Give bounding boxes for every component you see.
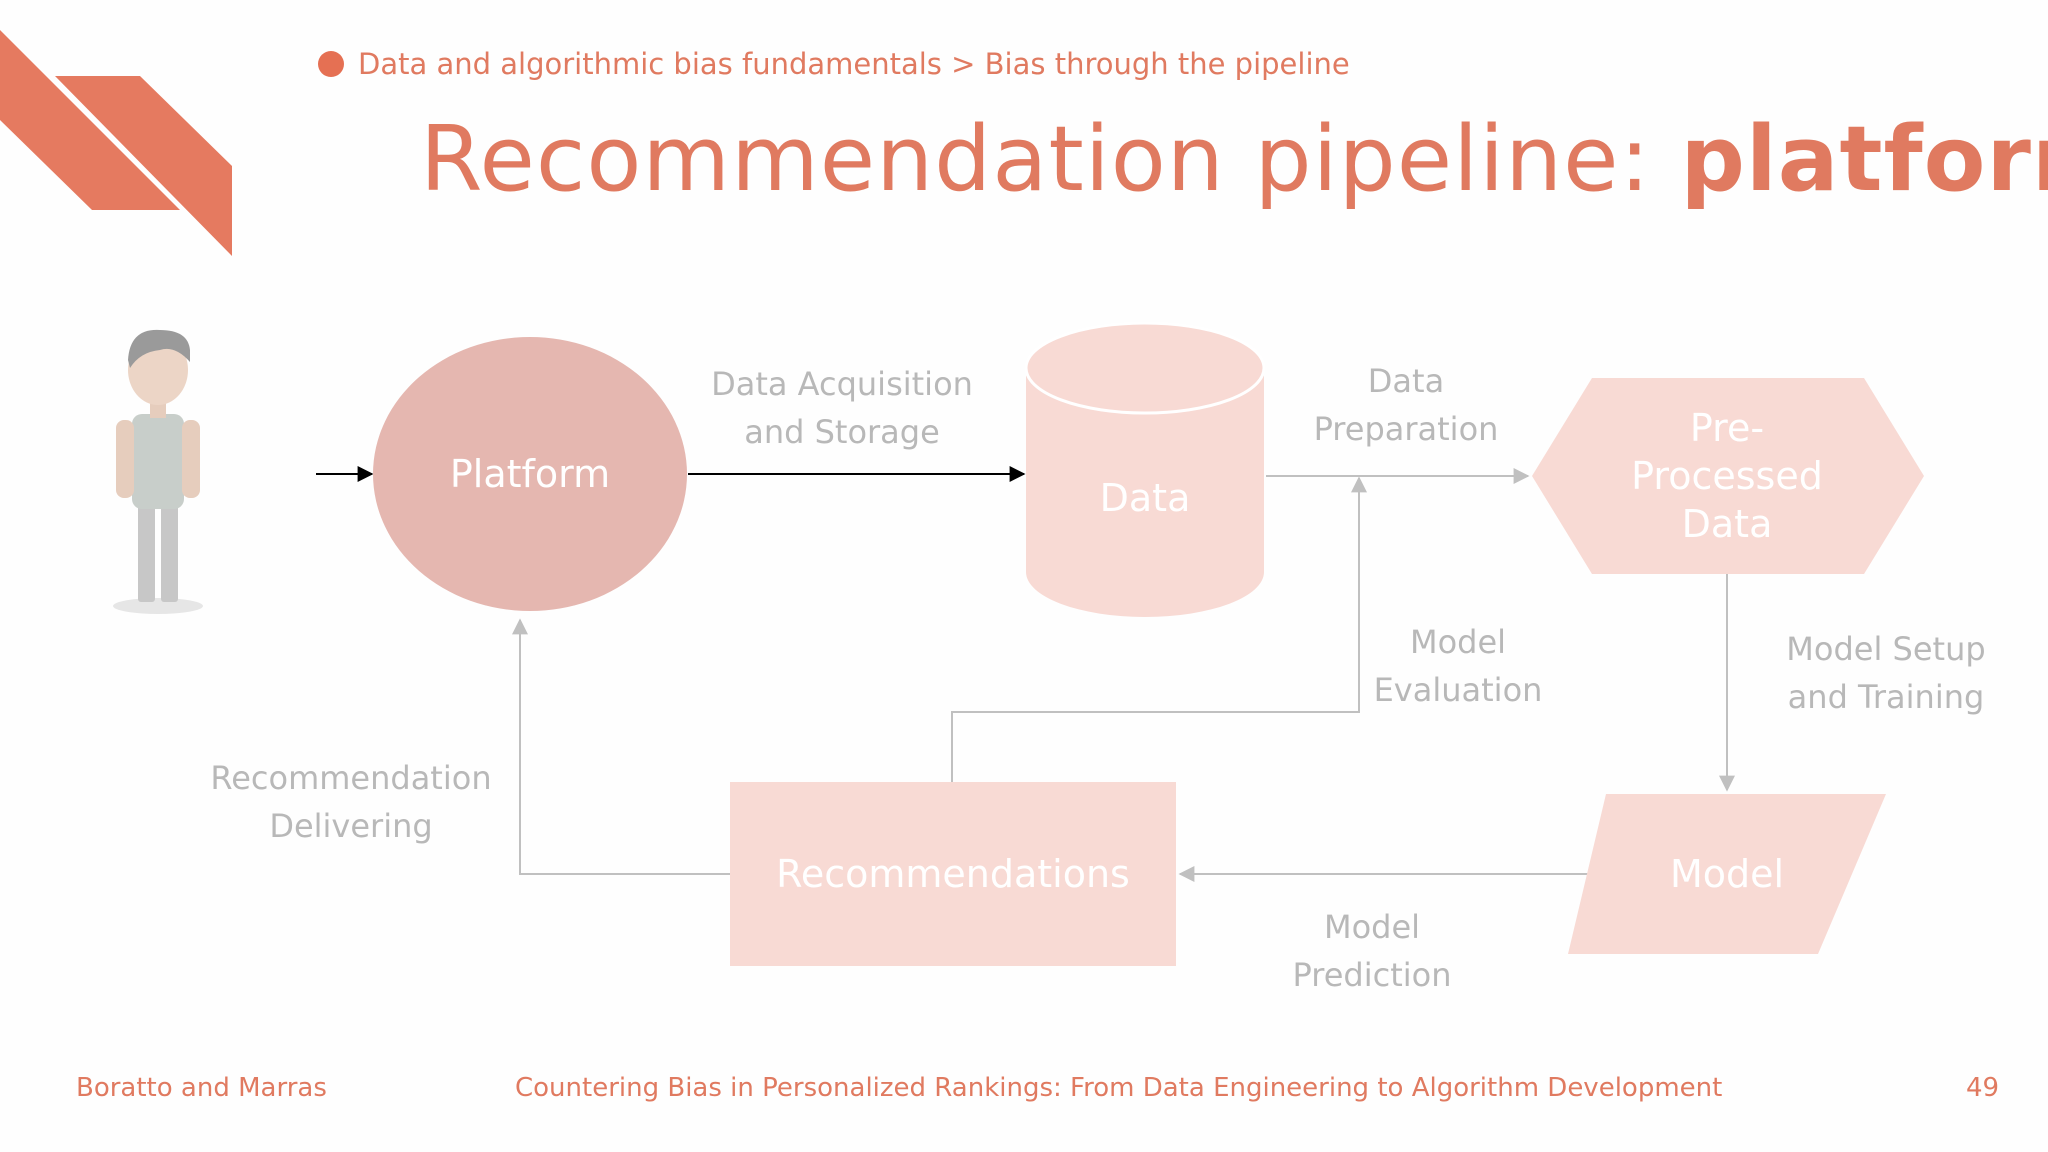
preprocessed-line-1: Pre-	[1689, 406, 1765, 450]
prediction-line-1: Model	[1323, 908, 1421, 946]
bullet-dot-icon	[318, 51, 344, 77]
delivering-line-1: Recommendation	[210, 759, 492, 797]
model-label: Model	[1669, 852, 1785, 896]
title-bold: platform	[1680, 107, 2048, 212]
platform-node	[373, 337, 687, 611]
footer-authors: Boratto and Marras	[76, 1073, 327, 1103]
arrow-evaluation-loop	[951, 476, 1367, 782]
title-regular: Recommendation pipeline:	[420, 107, 1681, 212]
edge-label-evaluation: Model Evaluation	[1374, 618, 1543, 714]
user-avatar-icon	[113, 329, 203, 614]
preprocessed-data-node	[1532, 378, 1924, 574]
preprocessed-data-label: Pre- Processed Data	[1631, 404, 1823, 548]
edge-label-prediction: Model Prediction	[1293, 903, 1452, 999]
edge-label-delivering: Recommendation Delivering	[210, 754, 491, 850]
corner-logo	[0, 30, 232, 256]
breadcrumb-text: Data and algorithmic bias fundamentals >…	[358, 47, 1350, 81]
preparation-line-2: Preparation	[1313, 410, 1499, 448]
model-node	[1568, 794, 1886, 954]
acquisition-line-2: and Storage	[744, 413, 940, 451]
recommendations-label: Recommendations	[776, 852, 1130, 896]
data-cylinder-node	[1024, 321, 1266, 617]
evaluation-line-2: Evaluation	[1373, 671, 1543, 709]
preprocessed-line-3: Data	[1681, 502, 1773, 546]
page-number: 49	[1966, 1073, 2000, 1103]
evaluation-line-1: Model	[1409, 623, 1507, 661]
edge-label-setup: Model Setup and Training	[1786, 625, 1985, 721]
arrow-recommendations-to-platform	[512, 618, 730, 875]
preprocessed-line-2: Processed	[1631, 454, 1823, 498]
data-label: Data	[1099, 476, 1191, 520]
delivering-line-2: Delivering	[269, 807, 433, 845]
footer-course-title: Countering Bias in Personalized Rankings…	[515, 1073, 1723, 1103]
setup-line-1: Model Setup	[1786, 630, 1986, 668]
edge-label-preparation: Data Preparation	[1314, 357, 1499, 453]
breadcrumb: Data and algorithmic bias fundamentals >…	[318, 44, 1350, 84]
platform-label: Platform	[449, 452, 611, 496]
edge-label-acquisition: Data Acquisition and Storage	[711, 360, 973, 456]
page-title: Recommendation pipeline: platform	[420, 105, 2048, 215]
acquisition-line-1: Data Acquisition	[711, 365, 973, 403]
recommendations-node	[730, 782, 1176, 966]
preparation-line-1: Data	[1367, 362, 1445, 400]
prediction-line-2: Prediction	[1292, 956, 1452, 994]
setup-line-2: and Training	[1787, 678, 1985, 716]
